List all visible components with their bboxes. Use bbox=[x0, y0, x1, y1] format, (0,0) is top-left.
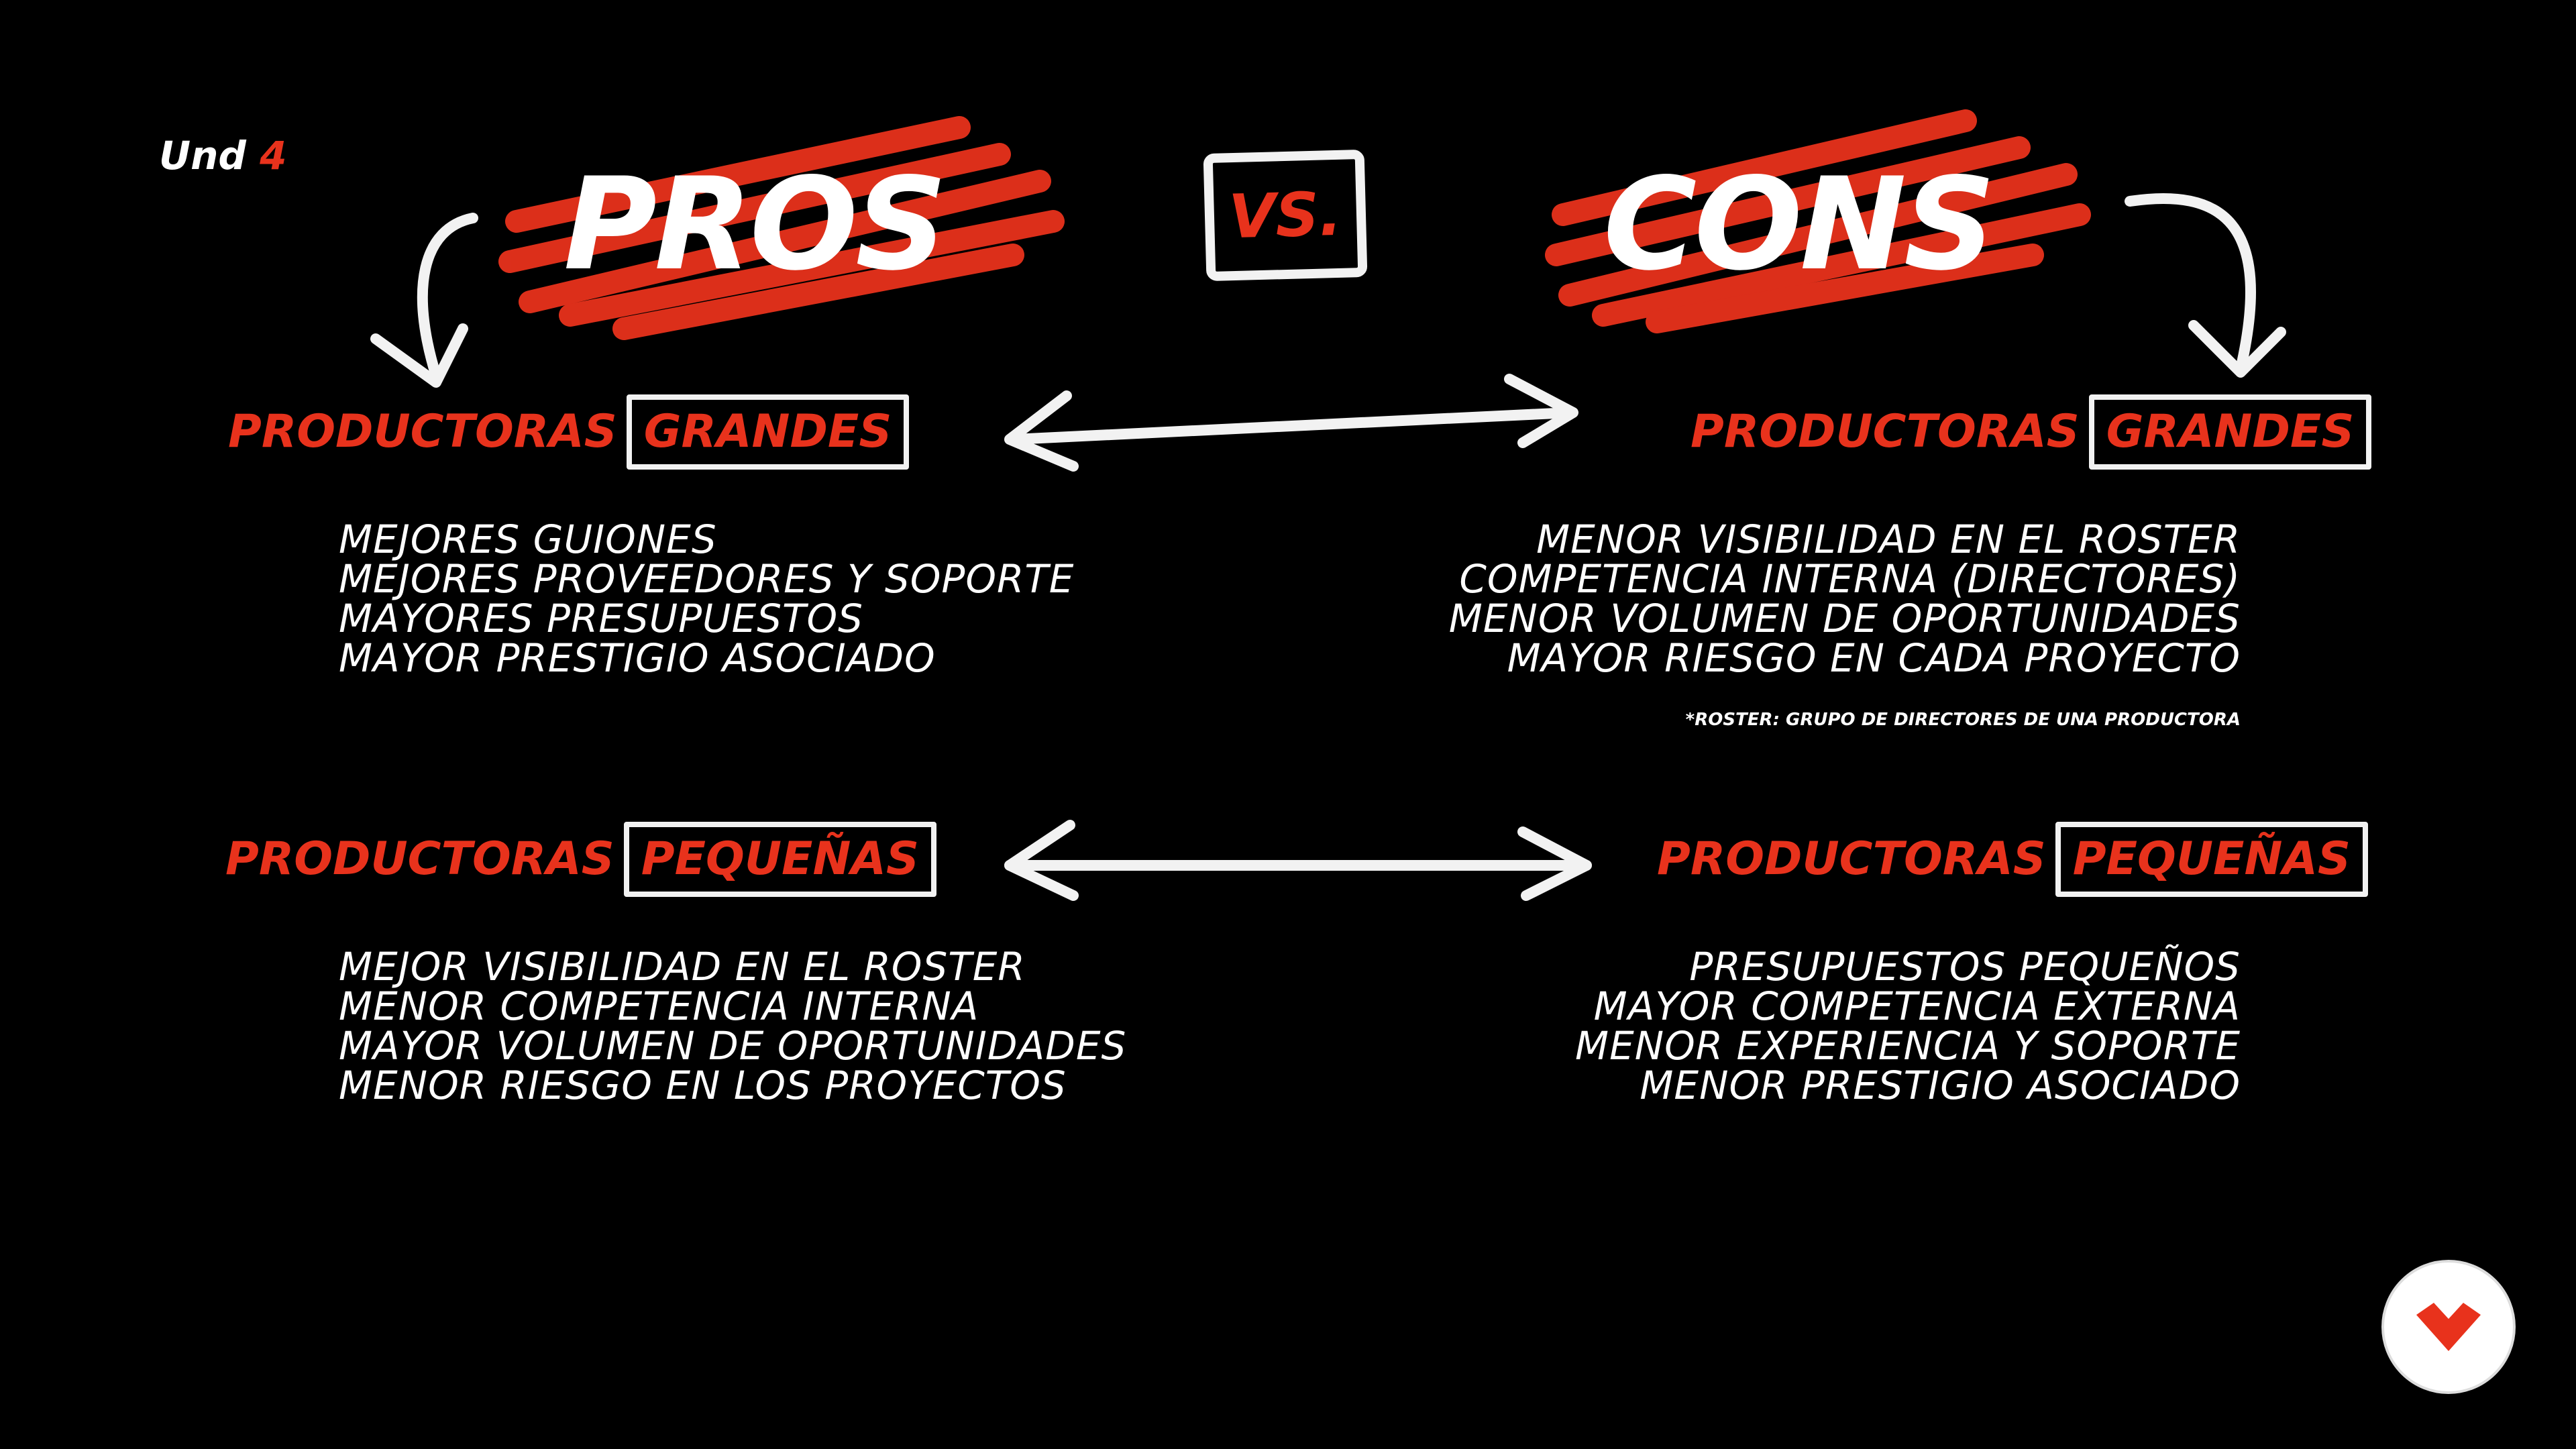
brand-logo bbox=[2381, 1260, 2516, 1394]
list-item: MENOR RIESGO EN LOS PROYECTOS bbox=[339, 1063, 1067, 1108]
cons-scribble bbox=[1545, 109, 2091, 333]
cons-grandes-heading: PRODUCTORAS GRANDES bbox=[1690, 394, 2372, 470]
pros-pequenas-boxed-label: PEQUEÑAS bbox=[623, 822, 937, 897]
list-item: MENOR EXPERIENCIA Y SOPORTE bbox=[1575, 1023, 2241, 1069]
unit-number: 4 bbox=[260, 133, 287, 178]
list-item: MENOR VISIBILIDAD EN EL ROSTER bbox=[1536, 517, 2241, 562]
double-headed-arrow-icon bbox=[1004, 820, 1592, 901]
cons-title: CONS bbox=[1603, 150, 1996, 299]
brand-logo-icon bbox=[2416, 1303, 2481, 1351]
roster-footnote: *ROSTER: GRUPO DE DIRECTORES DE UNA PROD… bbox=[1685, 710, 2241, 730]
pros-grandes-heading: PRODUCTORAS GRANDES bbox=[228, 394, 910, 470]
curved-arrow-down-icon bbox=[370, 213, 478, 388]
list-item: MEJORES PROVEEDORES Y SOPORTE bbox=[339, 556, 1075, 602]
list-item: MENOR COMPETENCIA INTERNA bbox=[339, 983, 979, 1029]
list-item: PRESUPUESTOS PEQUEÑOS bbox=[1689, 944, 2241, 989]
cons-grandes-boxed-label: GRANDES bbox=[2088, 394, 2372, 470]
vs-box: VS. bbox=[1203, 149, 1368, 282]
pros-pequenas-list: MEJOR VISIBILIDAD EN EL ROSTER MENOR COM… bbox=[339, 947, 1126, 1106]
cons-pequenas-heading: PRODUCTORAS PEQUEÑAS bbox=[1657, 822, 2369, 897]
pros-grandes-boxed-label: GRANDES bbox=[626, 394, 910, 470]
list-item: MEJORES GUIONES bbox=[339, 517, 717, 562]
pros-title: PROS bbox=[564, 150, 947, 299]
cons-grandes-list: MENOR VISIBILIDAD EN EL ROSTER COMPETENC… bbox=[1449, 520, 2241, 678]
list-item: MENOR PRESTIGIO ASOCIADO bbox=[1640, 1063, 2241, 1108]
cons-grandes-heading-label: PRODUCTORAS bbox=[1690, 405, 2080, 458]
cons-pequenas-list: PRESUPUESTOS PEQUEÑOS MAYOR COMPETENCIA … bbox=[1575, 947, 2241, 1106]
list-item: MENOR VOLUMEN DE OPORTUNIDADES bbox=[1448, 596, 2241, 641]
list-item: MAYORES PRESUPUESTOS bbox=[339, 596, 863, 641]
list-item: MAYOR PRESTIGIO ASOCIADO bbox=[339, 635, 936, 681]
list-item: COMPETENCIA INTERNA (DIRECTORES) bbox=[1459, 556, 2241, 602]
pros-grandes-list: MEJORES GUIONES MEJORES PROVEEDORES Y SO… bbox=[339, 520, 1074, 678]
cons-pequenas-heading-label: PRODUCTORAS bbox=[1657, 833, 2046, 885]
pros-pequenas-heading: PRODUCTORAS PEQUEÑAS bbox=[225, 822, 937, 897]
list-item: MAYOR RIESGO EN CADA PROYECTO bbox=[1507, 635, 2241, 681]
list-item: MAYOR VOLUMEN DE OPORTUNIDADES bbox=[339, 1023, 1127, 1069]
pros-scribble bbox=[498, 116, 1065, 340]
unit-label-text: Und bbox=[159, 133, 246, 178]
unit-label: Und 4 bbox=[159, 133, 286, 178]
pros-pequenas-heading-label: PRODUCTORAS bbox=[225, 833, 614, 885]
vs-label: VS. bbox=[1228, 178, 1343, 252]
list-item: MEJOR VISIBILIDAD EN EL ROSTER bbox=[339, 944, 1026, 989]
double-headed-arrow-icon bbox=[1004, 374, 1578, 472]
curved-arrow-down-icon bbox=[2125, 193, 2286, 378]
pros-grandes-heading-label: PRODUCTORAS bbox=[228, 405, 617, 458]
list-item: MAYOR COMPETENCIA EXTERNA bbox=[1593, 983, 2241, 1029]
cons-pequenas-boxed-label: PEQUEÑAS bbox=[2055, 822, 2369, 897]
